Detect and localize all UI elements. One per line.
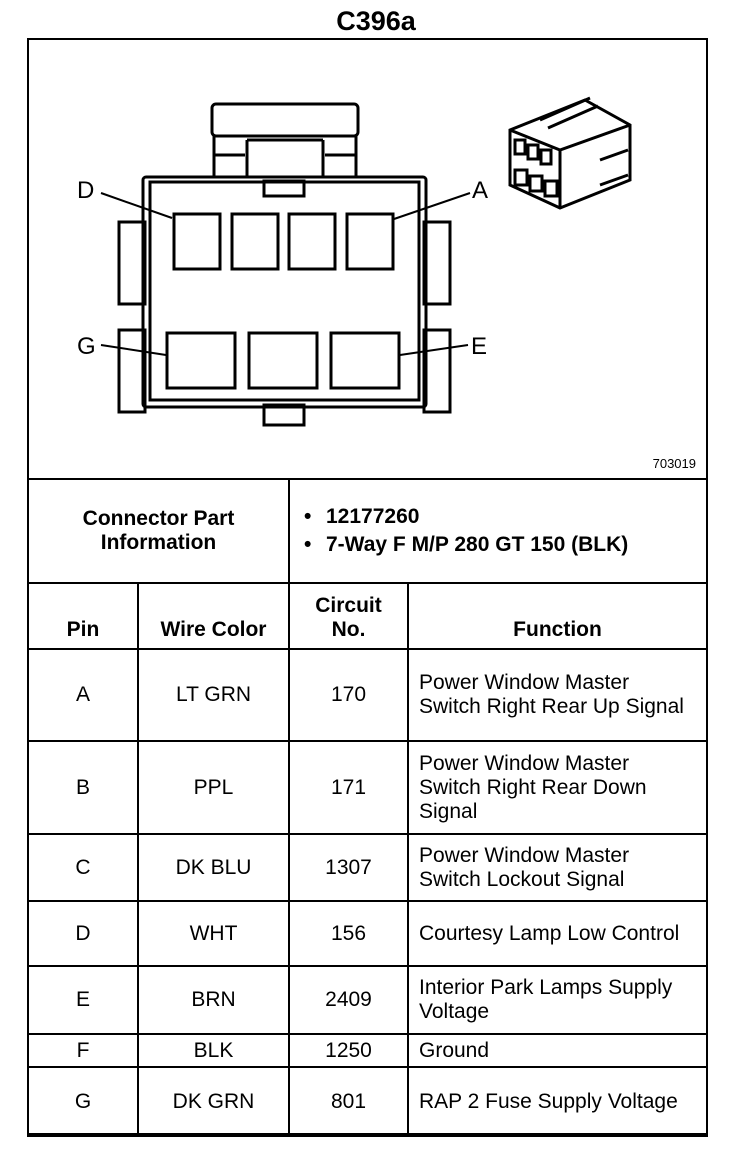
connector-3d-view-icon [508, 96, 632, 210]
figure-number: 703019 [652, 456, 696, 471]
pin-label-a: A [472, 177, 488, 204]
function-cell: Interior Park Lamps Supply Voltage [407, 965, 708, 1035]
circuit-cell: 156 [288, 900, 409, 967]
connector-info-row: Connector Part Information 12177260 7-Wa… [27, 478, 708, 584]
connector-info-label: Connector Part Information [27, 478, 290, 584]
pin-cell: A [27, 648, 139, 742]
function-cell: Power Window Master Switch Right Rear Do… [407, 740, 708, 835]
function-cell: Courtesy Lamp Low Control [407, 900, 708, 967]
circuit-cell: 1307 [288, 833, 409, 902]
wire-color-cell: DK GRN [137, 1066, 290, 1137]
connector-face-diagram: D A G E [77, 96, 632, 427]
circuit-cell: 170 [288, 648, 409, 742]
pin-cell: D [27, 900, 139, 967]
pin-label-d: D [77, 177, 94, 204]
part-number: 12177260 [300, 505, 696, 529]
pin-label-g: G [77, 333, 96, 360]
pinout-table: Connector Part Information 12177260 7-Wa… [27, 478, 708, 1137]
function-cell: Power Window Master Switch Lockout Signa… [407, 833, 708, 902]
circuit-cell: 801 [288, 1066, 409, 1137]
pin-cell: G [27, 1066, 139, 1137]
pin-label-e: E [471, 333, 487, 360]
function-cell: Ground [407, 1033, 708, 1068]
circuit-cell: 1250 [288, 1033, 409, 1068]
header-function: Function [407, 582, 708, 650]
pin-cell: E [27, 965, 139, 1035]
function-cell: Power Window Master Switch Right Rear Up… [407, 648, 708, 742]
header-circuit: Circuit No. [288, 582, 409, 650]
wire-color-cell: BLK [137, 1033, 290, 1068]
pin-cell: C [27, 833, 139, 902]
header-wire-color: Wire Color [137, 582, 290, 650]
circuit-cell: 171 [288, 740, 409, 835]
circuit-cell: 2409 [288, 965, 409, 1035]
function-cell: RAP 2 Fuse Supply Voltage [407, 1066, 708, 1137]
wire-color-cell: DK BLU [137, 833, 290, 902]
pin-cell: B [27, 740, 139, 835]
wire-color-cell: LT GRN [137, 648, 290, 742]
wire-color-cell: BRN [137, 965, 290, 1035]
connector-title: C396a [336, 6, 416, 36]
table-header: Pin Wire Color Circuit No. Function [27, 582, 708, 650]
wire-color-cell: PPL [137, 740, 290, 835]
header-pin: Pin [27, 582, 139, 650]
pin-cell: F [27, 1033, 139, 1068]
wire-color-cell: WHT [137, 900, 290, 967]
connector-description: 7-Way F M/P 280 GT 150 (BLK) [300, 533, 696, 557]
